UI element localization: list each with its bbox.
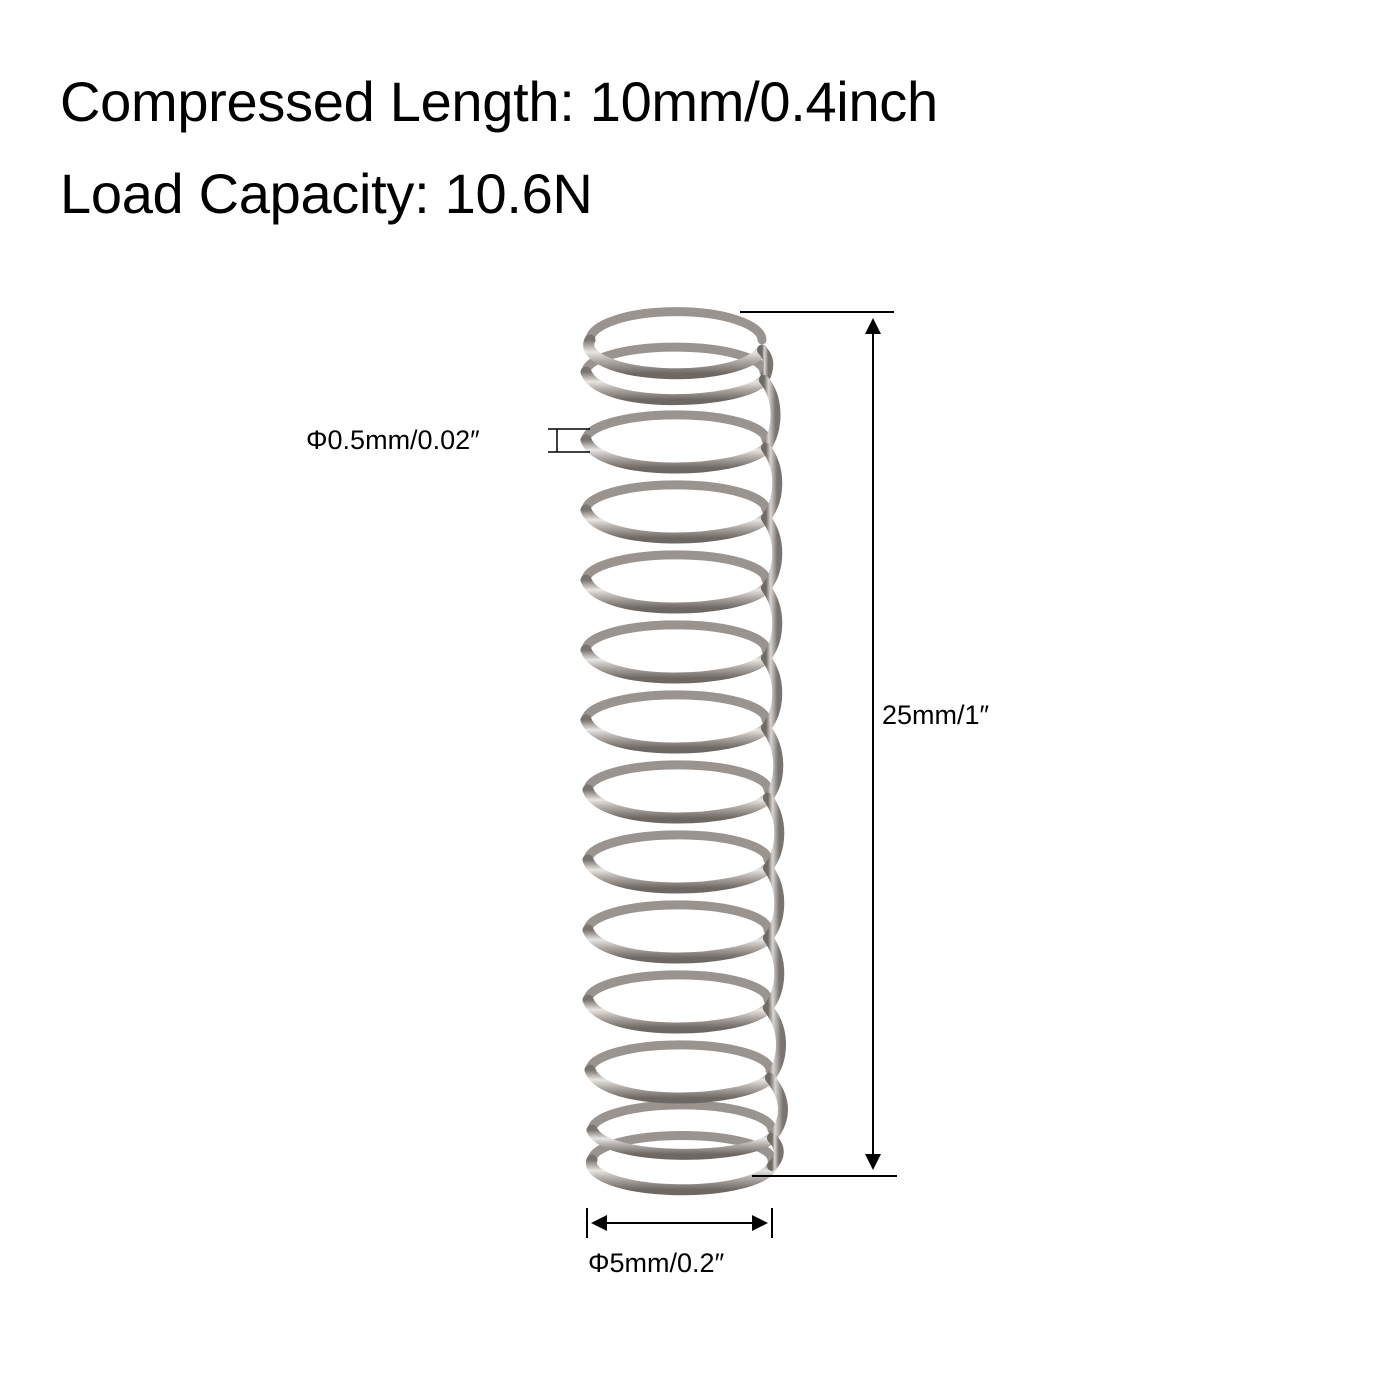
spring-coils <box>580 307 788 1196</box>
arrow-left-icon <box>591 1215 607 1231</box>
wire-diameter-indicator <box>548 428 590 453</box>
arrow-up-icon <box>865 318 881 334</box>
wire-diameter-label: Φ0.5mm/0.02″ <box>306 425 480 455</box>
arrow-down-icon <box>865 1154 881 1170</box>
compressed-length-heading: Compressed Length: 10mm/0.4inch <box>60 70 938 133</box>
load-capacity-heading: Load Capacity: 10.6N <box>60 162 593 225</box>
arrow-right-icon <box>752 1215 768 1231</box>
outer-diameter-label: Φ5mm/0.2″ <box>588 1248 725 1278</box>
free-length-dimension-line <box>740 311 897 1177</box>
free-length-label: 25mm/1″ <box>882 700 990 730</box>
outer-diameter-dimension-line <box>586 1208 773 1238</box>
